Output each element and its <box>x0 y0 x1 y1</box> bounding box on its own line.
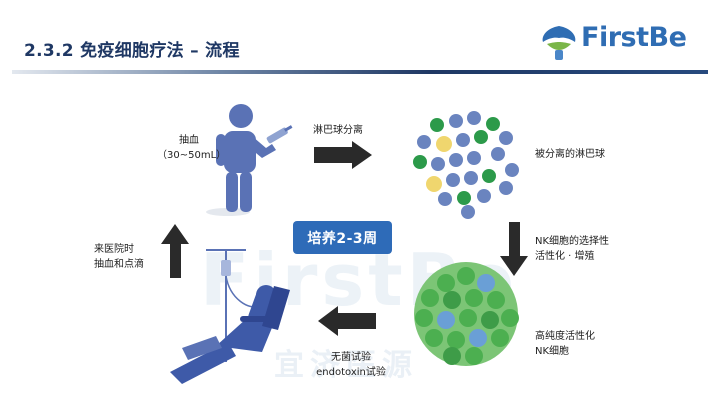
firstbe-logo <box>542 26 576 60</box>
label-sterility-test: 无菌试验 endotoxin试验 <box>316 352 386 378</box>
arrow-right-top <box>314 141 372 169</box>
lymphocyte-cluster <box>413 111 519 219</box>
label-blood-draw: 抽血 （30~50mL） <box>157 135 227 161</box>
label-nk-activation: NK细胞的选择性 活性化 · 增殖 <box>535 236 610 262</box>
logo-icon <box>542 26 576 60</box>
watermark-sub: 宜济医源 <box>274 348 418 383</box>
label-lymph-separation: 淋巴球分离 <box>313 125 363 136</box>
syringe-icon <box>266 125 293 144</box>
culture-period-badge: 培养2-3周 <box>293 221 392 254</box>
logo-wordmark: FirstBe <box>581 22 687 53</box>
label-separated-lymph: 被分离的淋巴球 <box>535 149 605 160</box>
arrow-down-right <box>500 222 528 276</box>
label-hospital-visit: 来医院时 抽血和点滴 <box>94 244 144 270</box>
patient-standing-figure <box>206 104 276 216</box>
nk-cell-sphere <box>414 262 519 366</box>
patient-seated-figure <box>170 285 290 384</box>
page-title: 2.3.2 免疫细胞疗法 – 流程 <box>24 41 240 61</box>
label-high-purity: 高纯度活性化 NK细胞 <box>535 331 595 357</box>
arrow-left-bottom <box>318 306 376 336</box>
header-divider <box>12 70 708 74</box>
arrow-up-left <box>161 224 189 278</box>
